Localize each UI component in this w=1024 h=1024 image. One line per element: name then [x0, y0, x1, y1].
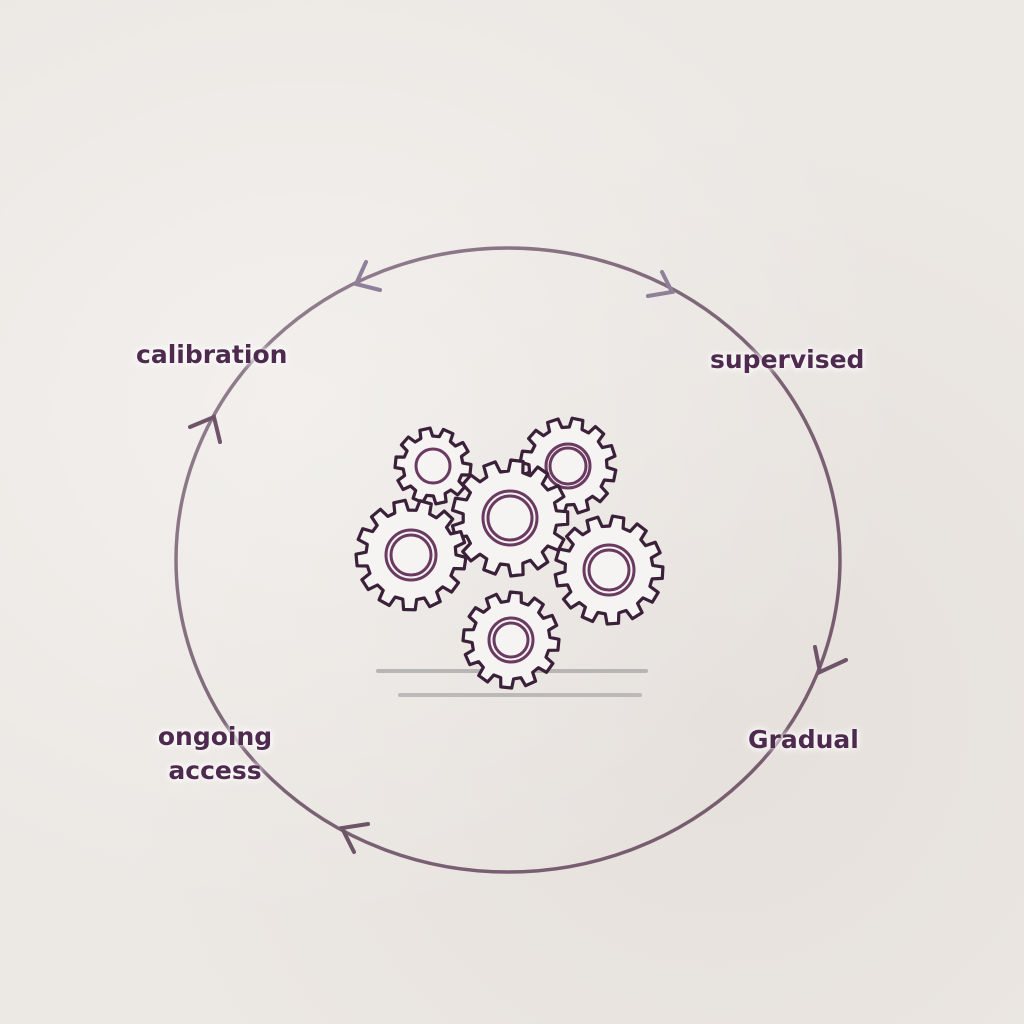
label-ongoing-access: ongoing access: [150, 720, 280, 788]
label-access: access: [168, 756, 262, 785]
label-gradual: Gradual: [748, 725, 859, 754]
arrow-icon-top-right: [646, 270, 675, 298]
label-calibration: calibration: [136, 340, 288, 369]
label-ongoing: ongoing: [157, 722, 273, 751]
label-supervised: supervised: [710, 345, 865, 374]
cycle-ring: [174, 246, 842, 874]
gears-cluster-icon: [354, 416, 665, 690]
arrow-icon-top-left: [353, 260, 382, 292]
arrow-icon-right: [813, 645, 848, 675]
arrow-icon-bottom: [338, 822, 370, 854]
arrow-icon-left: [188, 414, 222, 444]
